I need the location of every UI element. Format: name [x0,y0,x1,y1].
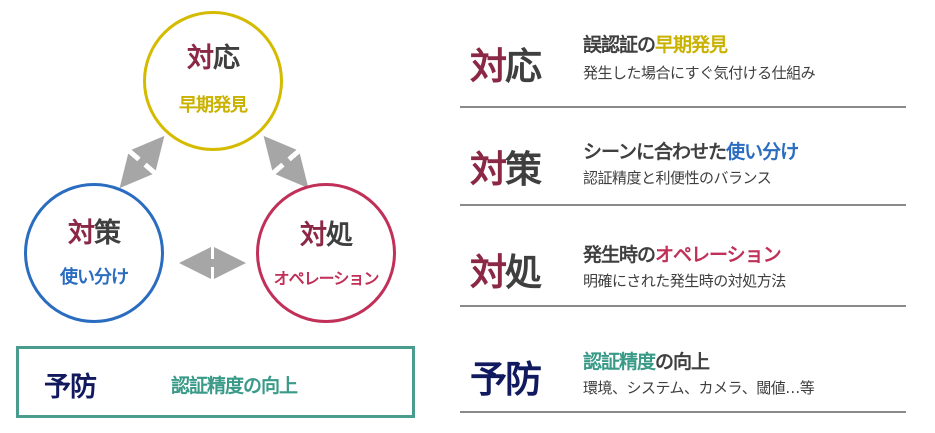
circle-title: 対応 [146,36,280,75]
row-headline: 誤認証の早期発見 [583,30,728,57]
arrows [119,135,309,279]
headline-highlight: オペレーション [655,244,782,266]
circle-response: 対応 早期発見 [143,11,283,151]
title-char: 処 [505,251,542,294]
title-char: 応 [505,45,542,88]
circle-subtitle: オペレーション [273,269,380,288]
circle-handling: 対処 オペレーション [256,183,396,323]
prevention-box: 予防 認証精度の向上 [16,346,415,418]
row-headline: 発生時のオペレーション [583,240,782,267]
circle-subtitle: 早期発見 [179,95,248,116]
title-char: 対 [470,148,507,191]
headline-text: シーンに合わせた [583,141,727,163]
prevention-title: 予防 [44,372,97,403]
row-headline: シーンに合わせた使い分け [583,137,799,164]
circle-measure: 対策 使い分け [24,183,164,323]
row-handling: 対処 発生時のオペレーション 明確にされた発生時の対処方法 [460,206,906,307]
circle-title: 対処 [259,213,393,252]
double-arrow-top-left [119,135,165,189]
headline-highlight: 使い分け [726,141,799,163]
headline-text: 誤認証の [583,34,656,56]
title-char: 対 [470,45,507,88]
headline-highlight: 認証精度 [583,351,656,373]
row-headline: 認証精度の向上 [583,347,710,374]
row-description: 発生した場合にすぐ気付ける仕組み [583,64,816,82]
row-measure: 対策 シーンに合わせた使い分け 認証精度と利便性のバランス [460,99,906,206]
row-prevention: 予防 認証精度の向上 環境、システム、カメラ、閾値…等 [460,307,906,413]
row-description: 明確にされた発生時の対処方法 [583,272,786,290]
title-char: 対 [187,43,214,74]
row-title: 対応 [470,36,542,90]
row-title: 対策 [470,139,542,193]
title-char: 対 [470,251,507,294]
circle-title: 対策 [27,211,161,250]
double-arrow-top-right [263,135,309,189]
headline-text: の向上 [655,351,710,373]
row-title: 予防 [470,358,542,401]
row-response: 対応 誤認証の早期発見 発生した場合にすぐ気付ける仕組み [460,0,906,108]
circle-subtitle: 使い分け [60,267,129,288]
title-char: 対 [68,218,95,249]
title-char: 処 [326,220,353,251]
title-char: 応 [213,43,240,74]
title-char: 策 [94,218,121,249]
row-title: 対処 [470,242,542,296]
headline-text: 発生時の [583,244,656,266]
title-char: 策 [505,148,542,191]
headline-highlight: 早期発見 [655,34,728,56]
title-char: 対 [300,220,327,251]
row-description: 環境、システム、カメラ、閾値…等 [583,379,815,397]
prevention-subtitle: 認証精度の向上 [171,375,298,397]
row-description: 認証精度と利便性のバランス [583,169,772,187]
